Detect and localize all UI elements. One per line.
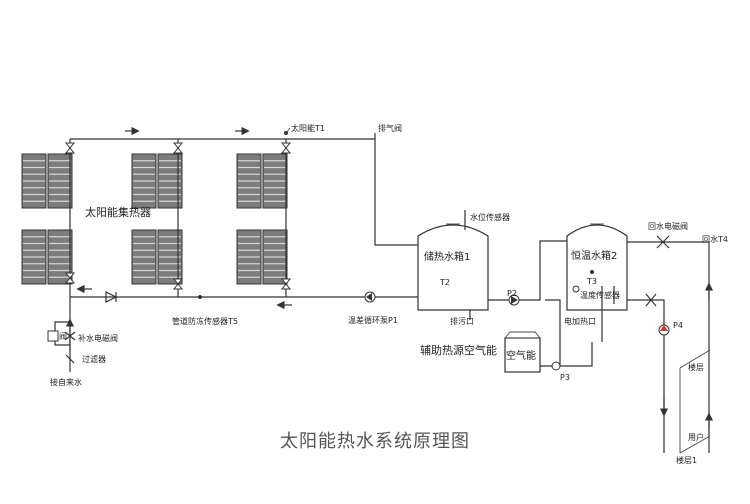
check-valve <box>105 291 118 303</box>
tank2-sensor-rods <box>601 286 615 342</box>
label-valve-short: 阀 <box>59 332 67 341</box>
label-t3: T3 <box>586 277 597 286</box>
label-floor-top: 楼层 <box>688 362 704 372</box>
floor-slab-top <box>679 349 711 369</box>
label-constant-tank: 恒温水箱2 <box>571 249 617 262</box>
collector-panel <box>236 229 288 285</box>
label-return-t4: 回水T4 <box>702 234 728 244</box>
label-storage-tank: 储热水箱1 <box>424 250 470 263</box>
collector-array <box>21 153 288 285</box>
diagram-title: 太阳能热水系统原理图 <box>280 431 470 452</box>
label-floor: 楼层1 <box>676 455 697 465</box>
air-energy-unit <box>504 337 541 373</box>
label-p2: P2 <box>507 289 517 298</box>
header-valve <box>64 142 76 154</box>
pump-p1-arrow <box>366 293 372 301</box>
tank2-indicator <box>572 285 580 293</box>
label-aux-heat: 辅助热源空气能 <box>420 343 497 357</box>
makeup-valve-symbol <box>64 331 76 341</box>
header-valve <box>172 278 184 290</box>
pump-p2-arrow <box>511 296 518 304</box>
label-pump-p1: 温差循环泵P1 <box>348 315 398 325</box>
t5-sensor-dot <box>198 295 202 299</box>
supply-valve-symbol <box>645 293 657 307</box>
collector-panel <box>131 153 183 209</box>
label-filter: 过滤器 <box>82 354 106 364</box>
aux-pipe <box>540 299 593 367</box>
transfer-pipe <box>488 240 567 301</box>
label-temp-sensor: 温度传感器 <box>580 290 620 300</box>
return-valve-symbol <box>656 235 670 249</box>
header-valve <box>280 278 292 290</box>
label-p3: P3 <box>560 373 570 382</box>
label-makeup-valve: 补水电磁阀 <box>78 333 118 343</box>
header-valves <box>64 142 292 290</box>
label-air-energy: 空气能 <box>506 349 536 362</box>
label-exhaust-valve: 排气阀 <box>378 123 402 133</box>
label-solar-t1: 太阳能T1 <box>291 123 325 133</box>
pump-p3 <box>551 361 561 371</box>
collector-panel <box>236 153 288 209</box>
label-pipe-sensor: 管道防冻传感器T5 <box>172 316 238 326</box>
collector-panel <box>21 229 73 285</box>
label-return-valve: 回水电磁阀 <box>648 221 688 231</box>
filter-symbol <box>65 354 75 364</box>
makeup-valve-box <box>47 330 59 342</box>
label-collector: 太阳能集热器 <box>85 205 151 219</box>
header-valve <box>172 142 184 154</box>
label-tap-water: 接自来水 <box>50 377 82 387</box>
collector-panel <box>131 229 183 285</box>
floor-slab-bottom <box>679 435 711 454</box>
collector-panel <box>21 153 73 209</box>
constant-temp-tank <box>566 224 628 311</box>
t3-sensor-dot <box>590 270 594 274</box>
air-energy-unit-top <box>504 331 541 339</box>
header-valve <box>280 142 292 154</box>
label-t2: T2 <box>439 278 450 287</box>
return-circuit <box>627 241 710 453</box>
label-elec-heat: 电加热口 <box>564 316 596 326</box>
label-level-sensor: 水位传感器 <box>470 212 510 222</box>
label-drain: 排污口 <box>450 316 474 326</box>
header-valve <box>64 272 76 284</box>
storage-tank <box>417 224 489 311</box>
pump-p4-arrow <box>660 325 668 331</box>
supply-circuit <box>627 299 665 453</box>
hot-supply-pipe <box>374 139 418 246</box>
label-floor-mid: 用户 <box>688 432 704 442</box>
label-p4: P4 <box>673 321 683 330</box>
t1-sensor-lead <box>285 127 291 134</box>
